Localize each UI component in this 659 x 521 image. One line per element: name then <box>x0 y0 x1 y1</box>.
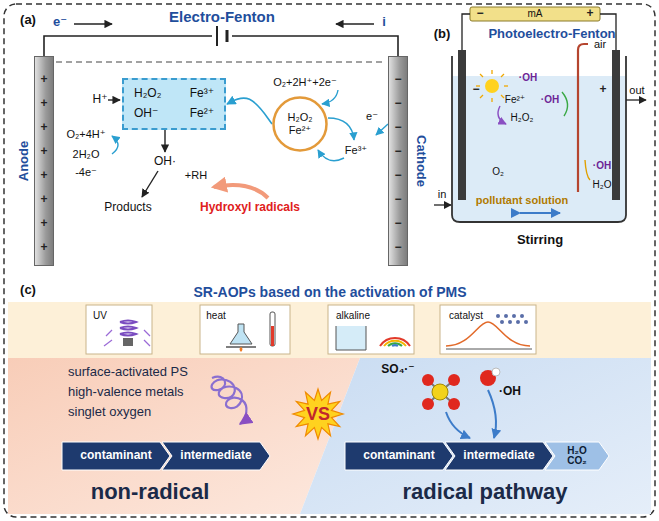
formula-label: out <box>629 84 644 97</box>
spiral-arrow <box>212 377 247 424</box>
polarity-sign: − <box>394 145 401 159</box>
heading: SR-AOPs based on the activation of PMS <box>193 284 466 300</box>
node-text: H₂O₂ <box>134 87 161 101</box>
method-name: alkaline <box>335 310 371 322</box>
formula-label: SO₄·⁻ <box>381 363 414 377</box>
vs-star <box>293 389 343 439</box>
anode-electrode: Anode <box>34 56 54 266</box>
frame <box>4 4 655 517</box>
formula-label: ·OH <box>519 72 537 84</box>
polarity-sign: − <box>394 241 401 255</box>
heading: non-radical <box>91 479 210 504</box>
formula-label: Hydroxyl radicals <box>200 201 300 215</box>
polarity-sign: + <box>40 217 47 231</box>
formula-label: ·OH <box>499 385 521 399</box>
method-name: heat <box>205 310 226 322</box>
process-chevron: intermediate <box>445 442 553 470</box>
polarity-sign: − <box>394 97 401 111</box>
formula-label: e⁻ <box>53 15 67 30</box>
formula-label: (a) <box>20 13 36 28</box>
formula-label: O₂ <box>492 166 504 178</box>
formula-label: H₂O <box>593 179 612 191</box>
formula-label: i <box>382 15 386 30</box>
node-text: intermediate <box>180 449 251 463</box>
formula-label: Fe²⁺ <box>505 94 525 106</box>
formula-label: ·OH <box>541 94 559 106</box>
polarity-sign: − <box>394 217 401 231</box>
node-text: OH⁻ <box>134 107 161 121</box>
reaction-arrow <box>227 98 272 124</box>
formula-label: singlet oxygen <box>68 405 151 420</box>
formula-label: +RH <box>185 169 207 182</box>
polarity-sign: + <box>599 83 606 97</box>
process-chevron: contaminant <box>62 442 170 470</box>
formula-label: Fe³⁺ <box>345 144 367 157</box>
activation-band <box>8 302 651 358</box>
node-text: H₂O CO₂ <box>567 446 586 467</box>
polarity-sign: + <box>40 121 47 135</box>
polarity-sign: − <box>394 193 401 207</box>
formula-label: VS <box>306 404 330 425</box>
formula-label: O₂+2H⁺+2e⁻ <box>273 76 337 89</box>
formula-label: 2H₂O <box>73 148 100 161</box>
method-name: catalyst <box>448 310 484 322</box>
formula-label: Stirring <box>517 233 563 248</box>
polarity-sign: − <box>394 121 401 135</box>
electrode-label: Cathode <box>414 135 429 187</box>
formula-label: Products <box>104 201 151 215</box>
formula-label: O₂+4H⁺ <box>66 128 105 141</box>
formula-label: H₂O₂ <box>511 112 534 124</box>
activation-icons <box>86 305 536 354</box>
regeneration-circle: H₂O₂Fe²⁺ <box>272 96 328 152</box>
heading: Electro-Fenton <box>169 8 275 25</box>
formula-label: H⁺ <box>93 93 108 107</box>
reaction-arrows <box>108 90 388 198</box>
fenton-cycle-box: H₂O₂ Fe³⁺ OH⁻ Fe²⁺ <box>122 78 226 130</box>
process-chevron: contaminant <box>345 442 453 470</box>
polarity-sign: + <box>40 169 47 183</box>
formula-label: mA <box>528 8 543 20</box>
formula-label: e⁻ <box>366 110 378 123</box>
polarity-sign: + <box>40 73 47 87</box>
cathode-electrode: Cathode <box>388 56 408 266</box>
formula-label: (c) <box>20 283 36 298</box>
node-text: Fe²⁺ <box>190 107 214 121</box>
heading: radical pathway <box>402 479 567 504</box>
non-radical-ground <box>8 358 360 514</box>
liquid-level <box>56 61 386 62</box>
formula-label: in <box>438 188 447 201</box>
polarity-sign: − <box>476 7 483 21</box>
node-text: H₂O₂ <box>287 111 312 124</box>
node-text: Fe³⁺ <box>190 87 214 101</box>
formula-label: ·OH <box>593 160 611 172</box>
polarity-sign: + <box>40 193 47 207</box>
method-name: UV <box>92 310 108 322</box>
formula-label: air <box>594 38 606 51</box>
formula-label: pollutant solution <box>476 194 568 207</box>
formula-label: -4e⁻ <box>75 166 97 179</box>
node-text: intermediate <box>463 449 534 463</box>
polarity-sign: + <box>40 241 47 255</box>
node-text: contaminant <box>363 449 434 463</box>
product-chevron: H₂O CO₂ <box>545 442 609 470</box>
node-text: contaminant <box>80 449 151 463</box>
polarity-sign: − <box>472 83 479 97</box>
polarity-sign: − <box>394 73 401 87</box>
polarity-sign: + <box>586 7 593 21</box>
electrode-label: Anode <box>17 141 32 181</box>
formula-label: high-valence metals <box>68 385 184 400</box>
reactor <box>434 7 646 222</box>
formula-label: OH· <box>154 155 176 169</box>
formula-label: (b) <box>434 27 451 42</box>
process-chevron: intermediate <box>162 442 270 470</box>
polarity-sign: + <box>40 145 47 159</box>
radical-ground <box>300 358 651 514</box>
formula-label: surface-activated PS <box>68 365 188 380</box>
polarity-sign: + <box>40 97 47 111</box>
radical-molecules <box>422 368 500 438</box>
polarity-sign: − <box>394 169 401 183</box>
node-text: Fe²⁺ <box>289 124 311 137</box>
